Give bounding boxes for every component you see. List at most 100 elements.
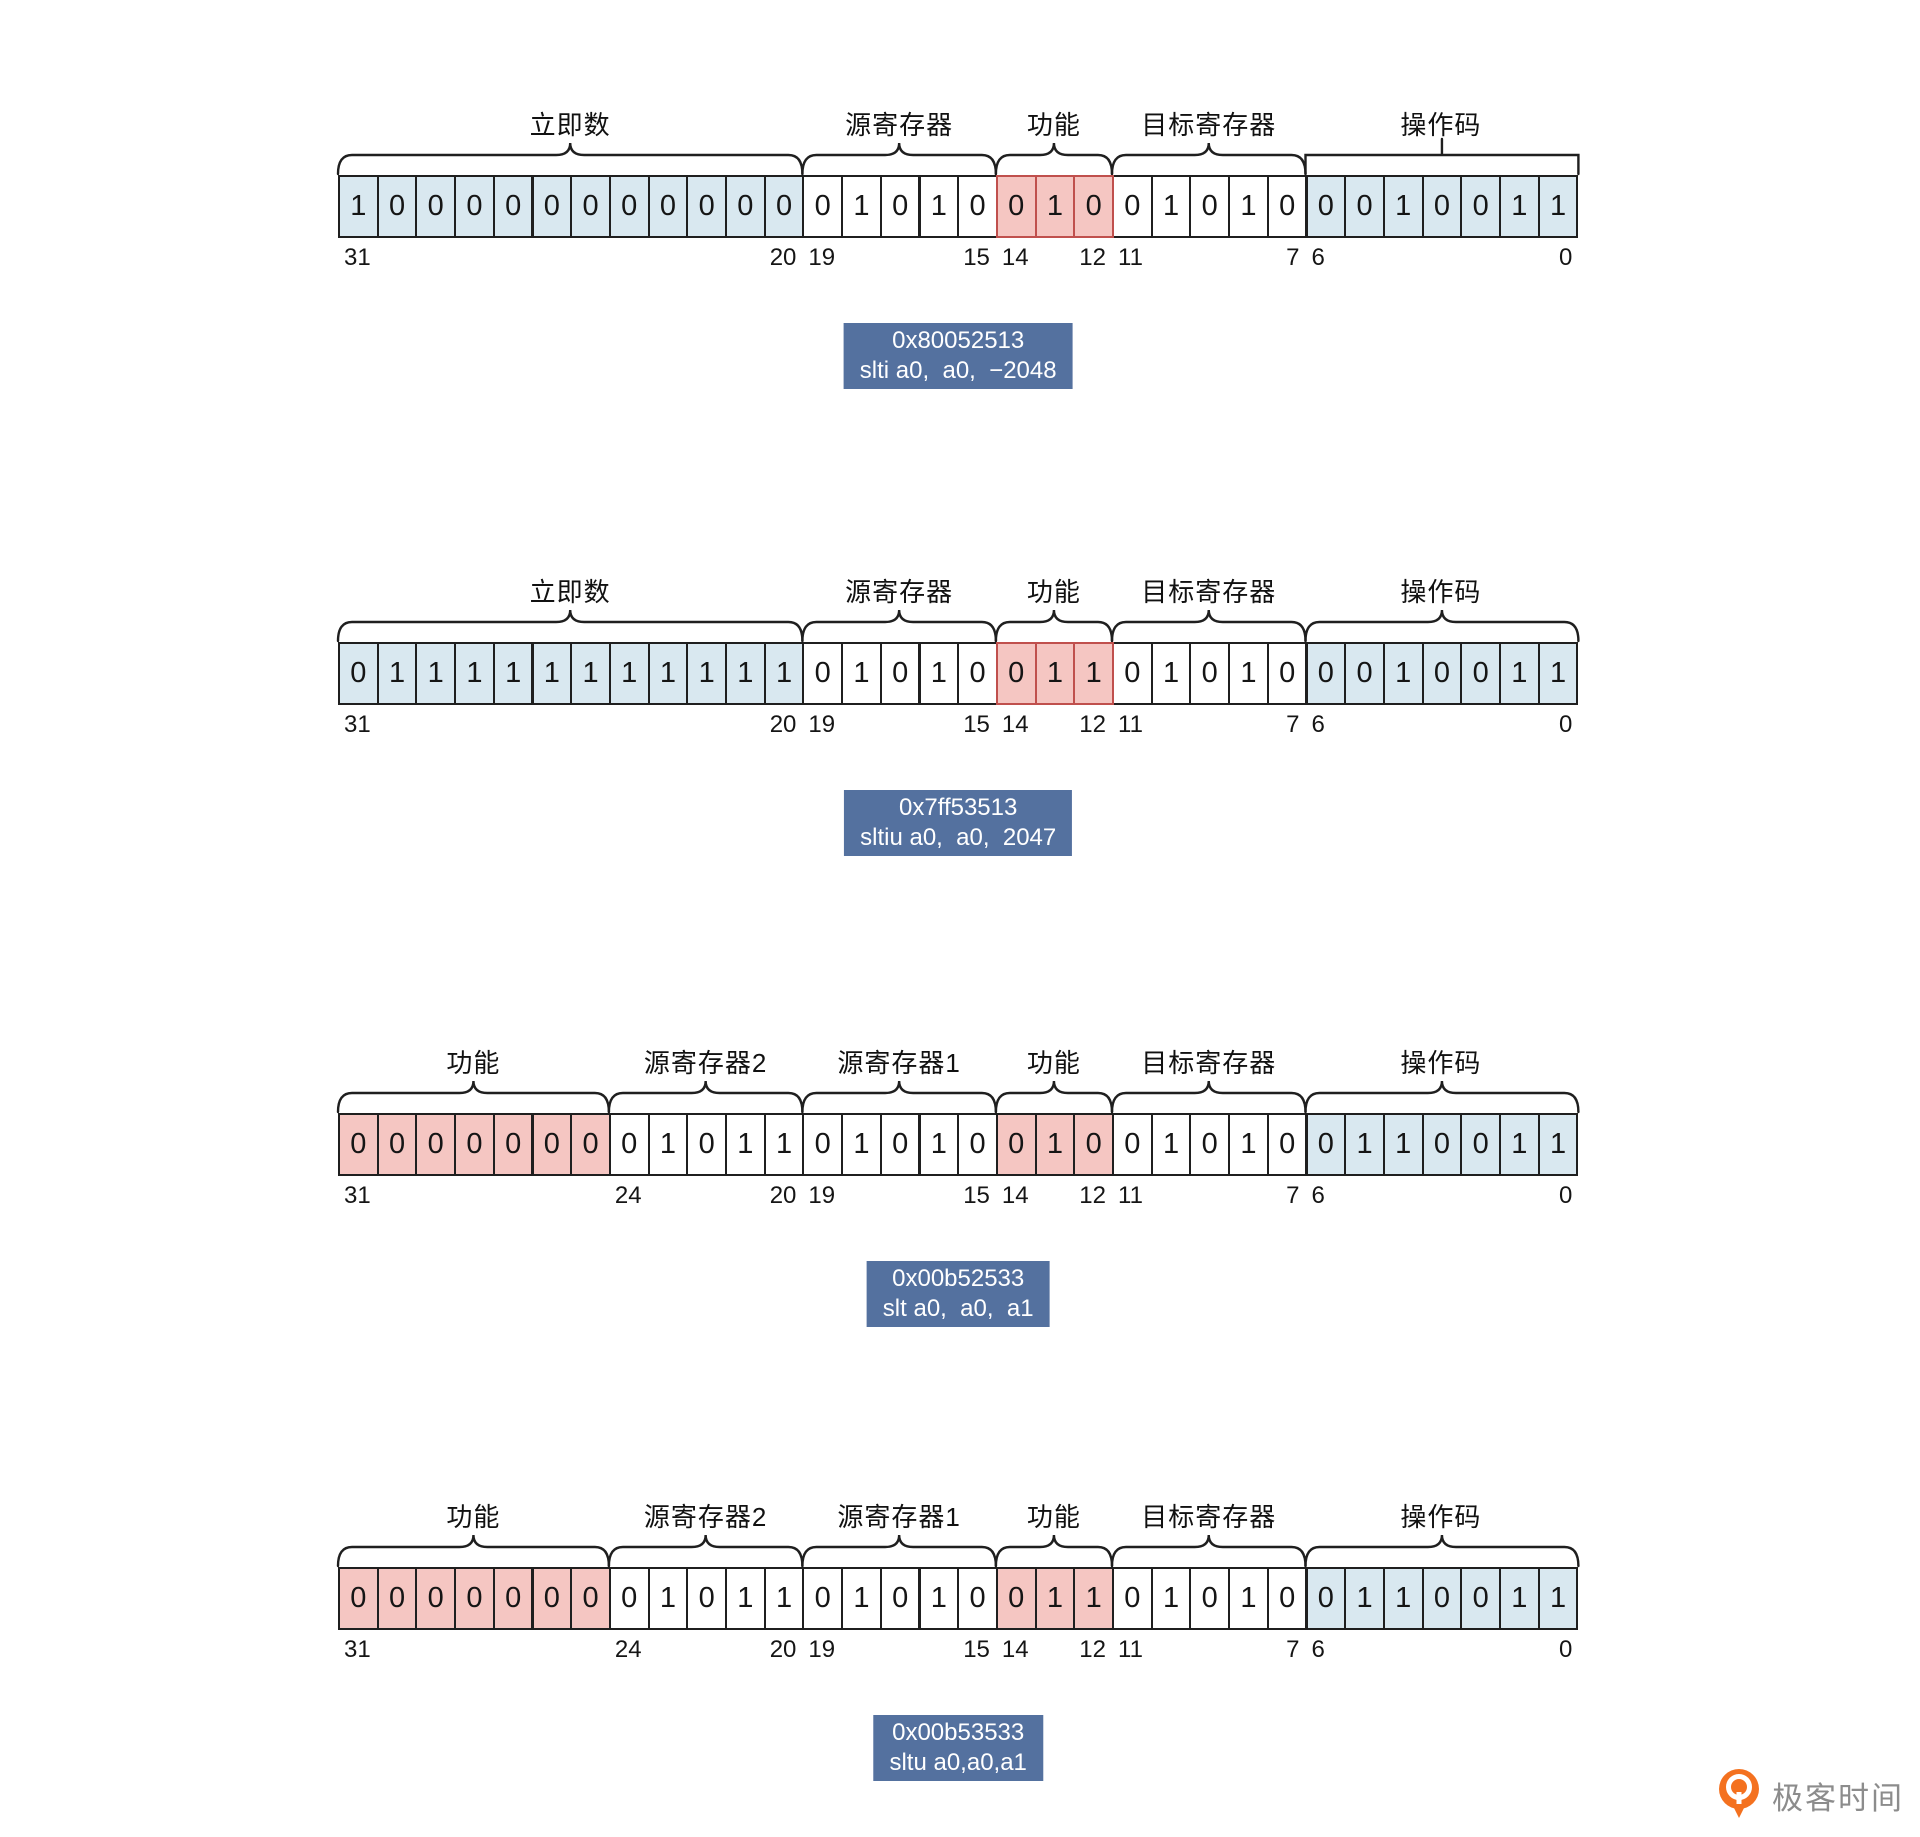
bit-number-20: 20	[769, 1636, 797, 1663]
bit-number-0: 0	[1559, 711, 1573, 738]
field-label-0: 功能	[446, 1048, 501, 1078]
brand-name: 极客时间	[1772, 1780, 1904, 1816]
bit-cell-3: 0	[1421, 642, 1463, 705]
bit-cell-17: 0	[879, 642, 921, 705]
bit-number-19: 19	[808, 711, 836, 738]
bit-cell-16: 1	[918, 642, 960, 705]
bit-cell-7: 0	[1266, 1567, 1308, 1630]
bit-cell-5: 1	[1344, 1113, 1385, 1176]
bit-cell-26: 0	[531, 175, 573, 238]
bit-cell-9: 0	[1189, 1567, 1231, 1630]
bit-cell-21: 1	[725, 642, 766, 705]
bit-cell-12: 0	[1073, 1113, 1114, 1176]
bit-number-0: 0	[1559, 244, 1573, 271]
bit-number-0: 0	[1559, 1636, 1573, 1663]
bit-cell-12: 1	[1073, 642, 1114, 705]
bit-cell-28: 0	[454, 175, 495, 238]
field-brace	[336, 609, 804, 643]
bit-number-14: 14	[1001, 1636, 1029, 1663]
bit-cell-21: 1	[725, 1567, 766, 1630]
bit-cell-29: 0	[415, 175, 457, 238]
bit-number-14: 14	[1001, 711, 1029, 738]
bit-cell-20: 1	[763, 1567, 805, 1630]
instruction-asm: slti a0, a0, −2048	[859, 357, 1057, 384]
bit-cell-2: 0	[1460, 642, 1501, 705]
field-brace	[1110, 142, 1307, 176]
bit-cell-6: 0	[1305, 175, 1347, 238]
bit-number-0: 0	[1559, 1182, 1573, 1209]
bit-cell-15: 0	[957, 175, 998, 238]
bit-cell-27: 0	[492, 175, 534, 238]
bit-cell-7: 0	[1266, 1113, 1308, 1176]
bit-cell-23: 1	[647, 642, 689, 705]
bit-cell-4: 1	[1382, 1113, 1424, 1176]
bit-cell-11: 0	[1112, 1113, 1153, 1176]
bit-number-6: 6	[1311, 711, 1325, 738]
bit-cell-2: 0	[1460, 1113, 1501, 1176]
bit-number-7: 7	[1286, 711, 1300, 738]
field-brace	[801, 609, 998, 643]
bit-cell-22: 0	[686, 1113, 727, 1176]
bit-number-11: 11	[1118, 1182, 1143, 1209]
bit-cell-6: 0	[1305, 1113, 1347, 1176]
bit-cell-3: 0	[1421, 175, 1463, 238]
bit-cell-27: 0	[492, 1567, 534, 1630]
field-label-3: 目标寄存器	[1141, 110, 1277, 140]
bit-number-20: 20	[769, 711, 797, 738]
bit-number-15: 15	[963, 1636, 990, 1663]
field-label-3: 功能	[1026, 1502, 1081, 1532]
instruction-hex: 0x00b53533	[892, 1719, 1025, 1746]
field-brace	[1304, 609, 1580, 643]
bit-number-11: 11	[1118, 1636, 1143, 1663]
bit-cell-12: 1	[1073, 1567, 1114, 1630]
bit-number-12: 12	[1079, 711, 1106, 738]
field-label-0: 功能	[446, 1502, 501, 1532]
instruction-hex: 0x7ff53513	[899, 794, 1018, 821]
field-label-1: 源寄存器2	[643, 1048, 768, 1078]
field-label-0: 立即数	[529, 110, 611, 140]
bit-number-7: 7	[1286, 1182, 1300, 1209]
bit-cell-25: 0	[570, 175, 611, 238]
bit-cell-23: 1	[647, 1113, 689, 1176]
field-brace	[1304, 1080, 1580, 1114]
field-label-4: 目标寄存器	[1141, 1048, 1277, 1078]
bit-cell-10: 1	[1150, 642, 1192, 705]
field-brace	[336, 142, 804, 176]
bit-cell-4: 1	[1382, 175, 1424, 238]
bit-number-15: 15	[963, 1182, 990, 1209]
bit-cell-17: 0	[879, 1567, 921, 1630]
bit-cell-1: 1	[1499, 642, 1540, 705]
bit-number-15: 15	[963, 244, 990, 271]
field-label-2: 功能	[1026, 577, 1081, 607]
bit-number-14: 14	[1001, 1182, 1029, 1209]
bit-cell-14: 0	[995, 175, 1037, 238]
bit-cell-12: 0	[1073, 175, 1114, 238]
bit-cell-21: 0	[725, 175, 766, 238]
bit-cell-31: 0	[338, 1567, 379, 1630]
field-label-4: 操作码	[1400, 110, 1482, 140]
bit-cell-26: 0	[531, 1113, 573, 1176]
bit-number-31: 31	[344, 244, 371, 271]
bit-cell-17: 0	[879, 175, 921, 238]
bit-cell-3: 0	[1421, 1113, 1463, 1176]
bit-cell-8: 1	[1228, 1113, 1269, 1176]
bit-cell-21: 1	[725, 1113, 766, 1176]
instruction-hex: 0x80052513	[892, 327, 1025, 354]
field-label-2: 源寄存器1	[837, 1048, 961, 1078]
field-braces	[336, 137, 1580, 176]
bit-cell-4: 1	[1382, 642, 1424, 705]
bit-cell-0: 1	[1537, 1113, 1579, 1176]
instruction-asm: sltiu a0, a0, 2047	[860, 824, 1057, 851]
bit-number-6: 6	[1311, 1182, 1325, 1209]
bit-cell-15: 0	[957, 1567, 998, 1630]
bit-cell-14: 0	[995, 642, 1037, 705]
bit-cell-5: 0	[1344, 175, 1385, 238]
field-brace	[801, 1534, 998, 1568]
field-braces	[336, 1534, 1580, 1568]
bit-cell-18: 1	[841, 175, 882, 238]
field-brace	[994, 1534, 1114, 1568]
field-label-1: 源寄存器2	[643, 1502, 768, 1532]
bit-cell-11: 0	[1112, 175, 1153, 238]
bit-cell-10: 1	[1150, 175, 1192, 238]
